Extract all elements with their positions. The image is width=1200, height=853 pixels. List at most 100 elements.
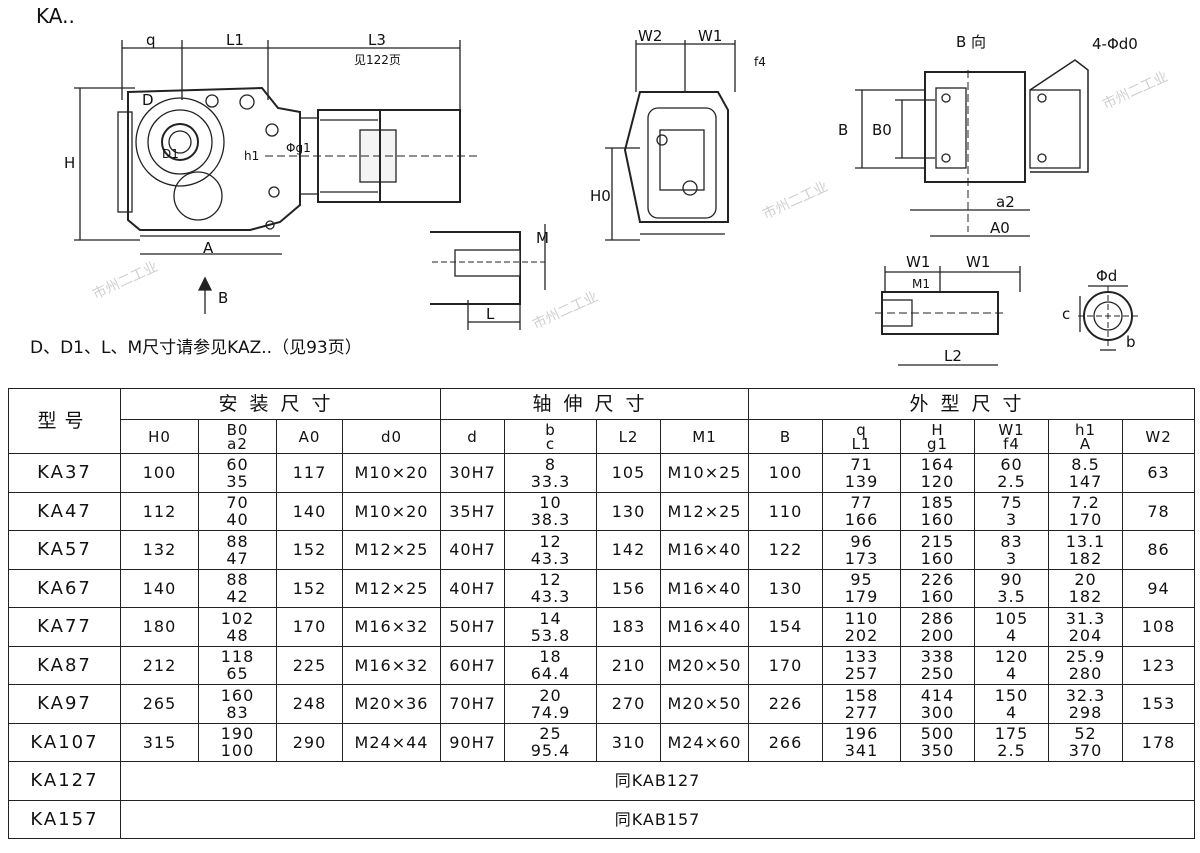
column-header-label: W2: [1145, 427, 1172, 446]
cell-value: 33.3: [530, 471, 571, 491]
cell-value: 160: [920, 548, 955, 568]
cell-value: M16×32: [354, 655, 429, 675]
cell-value: 48: [226, 625, 249, 645]
drawing-title: KA..: [36, 4, 75, 28]
value-cell: 290: [276, 722, 343, 762]
dim-w2: W2: [638, 27, 663, 45]
cell-value: 178: [1141, 732, 1176, 752]
cell-value: 280: [1068, 664, 1103, 684]
cell-value: 250: [920, 664, 955, 684]
cell-value: 4: [1005, 702, 1018, 722]
cell-value: 117: [292, 463, 327, 483]
cell-value: 290: [292, 732, 327, 752]
dim-b: B: [838, 121, 849, 139]
dim-g1: Φg1: [286, 141, 311, 155]
cell-value: 202: [844, 625, 879, 645]
cell-value: 94: [1147, 578, 1170, 598]
column-header-label: d: [467, 427, 478, 446]
cell-value: 156: [611, 578, 646, 598]
cell-value: M24×44: [354, 732, 429, 752]
cell-value: 88: [226, 570, 249, 590]
cell-value: M10×25: [667, 463, 742, 483]
value-cell: 112: [120, 491, 199, 531]
cell-value: 31.3: [1065, 608, 1106, 628]
cell-value: 95.4: [530, 741, 571, 761]
cell-value: 200: [920, 625, 955, 645]
cell-value: 298: [1068, 702, 1103, 722]
cell-value: 32.3: [1065, 685, 1106, 705]
dim-l3: L3: [368, 31, 386, 49]
column-header: d: [440, 419, 506, 454]
cell-value: 160: [920, 510, 955, 530]
cell-value: 30H7: [449, 463, 496, 483]
b-view: [855, 59, 1089, 237]
cell-value: 130: [611, 501, 646, 521]
value-cell: 265: [120, 684, 199, 724]
cell-value: 286: [920, 608, 955, 628]
model-cell: KA87: [8, 645, 121, 685]
value-cell: M16×40: [660, 568, 750, 608]
cell-value: 225: [292, 655, 327, 675]
column-header: B: [748, 419, 824, 454]
cell-value: 204: [1068, 625, 1103, 645]
cell-value: 70: [226, 493, 249, 513]
value-cell: 30H7: [440, 453, 506, 493]
cell-value: 70H7: [449, 694, 496, 714]
dim-w1: W1: [698, 27, 723, 45]
column-header: d0: [341, 419, 442, 454]
cell-value: 277: [844, 702, 879, 722]
cell-value: 190: [220, 724, 255, 744]
cell-value: 164: [920, 454, 955, 474]
column-header-label: A: [1079, 434, 1092, 453]
cell-value: 90: [1000, 570, 1023, 590]
dim-h: H: [64, 154, 76, 172]
cell-value: 160: [920, 587, 955, 607]
cell-value: 122: [768, 540, 803, 560]
value-cell: 152: [276, 568, 343, 608]
cell-value: 100: [142, 463, 177, 483]
cell-value: 64.4: [530, 664, 571, 684]
cell-value: 142: [611, 540, 646, 560]
cell-value: 180: [142, 617, 177, 637]
cell-value: 226: [768, 694, 803, 714]
cell-value: 75: [1000, 493, 1023, 513]
cell-value: 43.3: [530, 548, 571, 568]
value-cell: 315: [120, 722, 199, 762]
model-cell: KA57: [8, 530, 121, 570]
cell-value: M10×20: [354, 501, 429, 521]
cell-value: 370: [1068, 741, 1103, 761]
cell-value: 152: [292, 540, 327, 560]
column-header-label: H: [931, 420, 944, 439]
cell-value: 257: [844, 664, 879, 684]
value-cell: 170: [748, 645, 824, 685]
value-cell: M24×60: [660, 722, 750, 762]
column-header-label: L2: [618, 427, 639, 446]
dim-m: M: [536, 229, 549, 247]
value-cell: 180: [120, 607, 199, 647]
cell-value: 132: [142, 540, 177, 560]
cell-value: 310: [611, 732, 646, 752]
cell-value: 215: [920, 531, 955, 551]
cell-value: M16×40: [667, 540, 742, 560]
cell-value: 40H7: [449, 578, 496, 598]
value-cell: 50H7: [440, 607, 506, 647]
